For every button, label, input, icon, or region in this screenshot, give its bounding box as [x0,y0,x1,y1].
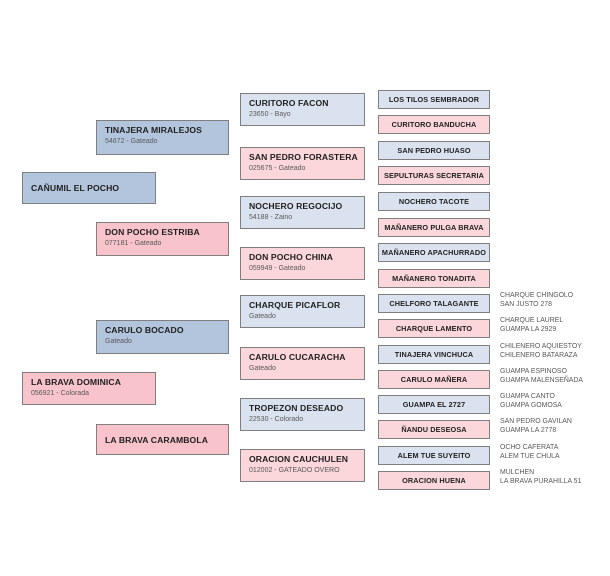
horse-name: TINAJERA VINCHUCA [394,349,474,359]
node-tinajera-miralejos: TINAJERA MIRALEJOS 54672 - Gateado [96,120,229,155]
horse-name: NOCHERO REGOCIJO [249,201,343,211]
horse-name: GUAMPA GOMOSA [500,401,562,409]
horse-name: CARULO BOCADO [105,325,184,335]
node-tinajera-vinchuca: TINAJERA VINCHUCA [378,345,490,364]
horse-name: GUAMPA LA 2929 [500,325,557,333]
node-don-pocho-china: DON POCHO CHINA 059949 - Gateado [240,247,365,280]
horse-name: GUAMPA EL 2727 [402,399,466,409]
horse-name: CHARQUE CHINGOLO [500,292,574,299]
horse-name: LA BRAVA PURAHILLA 51 [500,477,582,485]
horse-name: OCHO CAFERATA [500,444,559,451]
horse-name: TROPEZON DESEADO [249,403,344,413]
horse-details: Gateado [249,313,276,320]
horse-details: 056921 - Colorada [31,390,89,397]
node-los-tilos-sembrador: LOS TILOS SEMBRADOR [378,90,490,109]
node-la-brava-carambola: LA BRAVA CARAMBOLA [96,424,229,455]
horse-name: GUAMPA ESPINOSO [500,368,567,375]
gen5-label-guampa-canto: GUAMPA CANTO GUAMPA GOMOSA [500,393,562,411]
node-carulo-manera: CARULO MAÑERA [378,370,490,389]
horse-name: CHILENERO AQUIESTOY [500,343,582,350]
node-carulo-bocado: CARULO BOCADO Gateado [96,320,229,354]
horse-name: TINAJERA MIRALEJOS [105,125,202,135]
horse-name: LA BRAVA DOMINICA [31,377,122,387]
horse-name: CHARQUE PICAFLOR [249,300,341,310]
horse-name: MULCHEN [500,469,535,476]
horse-details: 22530 - Colorado [249,416,304,423]
node-oracion-cauchulen: ORACION CAUCHULEN 012002 - GATEADO OVERO [240,449,365,482]
horse-name: MAÑANERO TONADITA [392,273,476,283]
horse-name: CARULO MAÑERA [400,374,468,384]
node-mananero-tonadita: MAÑANERO TONADITA [378,269,490,288]
node-chelforo-talagante: CHELFORO TALAGANTE [378,294,490,313]
node-mananero-apachurrado: MAÑANERO APACHURRADO [378,243,490,262]
node-alem-tue-suyeito: ALEM TUE SUYEITO [378,446,490,465]
horse-name: GUAMPA CANTO [500,393,555,400]
node-curitoro-banducha: CURITORO BANDUCHA [378,115,490,134]
horse-name: SAN JUSTO 278 [500,300,552,308]
node-tropezon-deseado: TROPEZON DESEADO 22530 - Colorado [240,398,365,431]
horse-name: SAN PEDRO GAVILAN [500,418,572,425]
horse-name: LOS TILOS SEMBRADOR [388,94,480,104]
horse-name: LA BRAVA CARAMBOLA [105,434,209,445]
node-don-pocho-estriba: DON POCHO ESTRIBA 077181 - Gateado [96,222,229,256]
gen5-label-charque-chingolo: CHARQUE CHINGOLO SAN JUSTO 278 [500,292,573,310]
node-curitoro-facon: CURITORO FACON 23650 - Bayo [240,93,365,126]
horse-name: CURITORO BANDUCHA [391,119,477,129]
horse-name: ALEM TUE SUYEITO [397,450,471,460]
horse-details: 025675 - Gateado [249,165,306,172]
node-oracion-huena: ORACION HUENA [378,471,490,490]
horse-name: CURITORO FACON [249,98,329,108]
horse-details: 54188 - Zaino [249,214,293,221]
horse-details: 23650 - Bayo [249,111,291,118]
node-sepulturas-secretaria: SEPULTURAS SECRETARIA [378,166,490,185]
horse-name: CAÑUMIL EL POCHO [31,183,120,193]
horse-details: Gateado [249,365,276,372]
gen5-label-san-pedro-gavilan: SAN PEDRO GAVILAN GUAMPA LA 2778 [500,418,572,436]
horse-details: 059949 - Gateado [249,265,306,272]
gen5-label-charque-laurel: CHARQUE LAUREL GUAMPA LA 2929 [500,317,563,335]
node-nochero-regocijo: NOCHERO REGOCIJO 54188 - Zaino [240,196,365,229]
node-san-pedro-forastera: SAN PEDRO FORASTERA 025675 - Gateado [240,147,365,180]
node-nochero-tacote: NOCHERO TACOTE [378,192,490,211]
horse-name: SEPULTURAS SECRETARIA [384,170,484,180]
horse-name: SAN PEDRO FORASTERA [249,152,358,162]
horse-details: 012002 - GATEADO OVERO [249,467,340,474]
horse-name: ORACION CAUCHULEN [249,454,349,464]
node-guampa-el-2727: GUAMPA EL 2727 [378,395,490,414]
horse-name: SAN PEDRO HUASO [397,145,471,155]
horse-name: ALEM TUE CHULA [500,452,560,460]
horse-name: DON POCHO ESTRIBA [105,227,200,237]
horse-name: CHELFORO TALAGANTE [389,298,479,308]
horse-name: NOCHERO TACOTE [398,196,470,206]
gen5-label-mulchen: MULCHEN LA BRAVA PURAHILLA 51 [500,469,581,487]
node-charque-picaflor: CHARQUE PICAFLOR Gateado [240,295,365,328]
node-nandu-deseosa: ÑANDU DESEOSA [378,420,490,439]
horse-details: Gateado [105,338,132,345]
horse-name: CHILENERO BATARAZA [500,351,578,359]
gen5-label-ocho-caferata: OCHO CAFERATA ALEM TUE CHULA [500,444,560,462]
horse-name: CARULO CUCARACHA [249,352,346,362]
horse-name: GUAMPA LA 2778 [500,426,557,434]
horse-name: MAÑANERO APACHURRADO [381,247,487,257]
horse-details: 077181 - Gateado [105,240,162,247]
node-carulo-cucaracha: CARULO CUCARACHA Gateado [240,347,365,380]
horse-details: 54672 - Gateado [105,138,158,145]
horse-name: GUAMPA MALENSEÑADA [500,376,583,384]
node-charque-lamento: CHARQUE LAMENTO [378,319,490,338]
gen5-label-chilenero-aquiestoy: CHILENERO AQUIESTOY CHILENERO BATARAZA [500,343,582,361]
horse-name: MAÑANERO PULGA BRAVA [384,222,484,232]
horse-name: ÑANDU DESEOSA [401,424,467,434]
node-mananero-pulga-brava: MAÑANERO PULGA BRAVA [378,218,490,237]
horse-name: CHARQUE LAMENTO [395,323,473,333]
node-san-pedro-huaso: SAN PEDRO HUASO [378,141,490,160]
horse-name: DON POCHO CHINA [249,252,334,262]
gen5-label-guampa-espinoso: GUAMPA ESPINOSO GUAMPA MALENSEÑADA [500,368,583,386]
node-la-brava-dominica: LA BRAVA DOMINICA 056921 - Colorada [22,372,156,405]
node-canumil-el-pocho: CAÑUMIL EL POCHO [22,172,156,204]
horse-name: ORACION HUENA [402,475,466,485]
horse-name: CHARQUE LAUREL [500,317,564,324]
